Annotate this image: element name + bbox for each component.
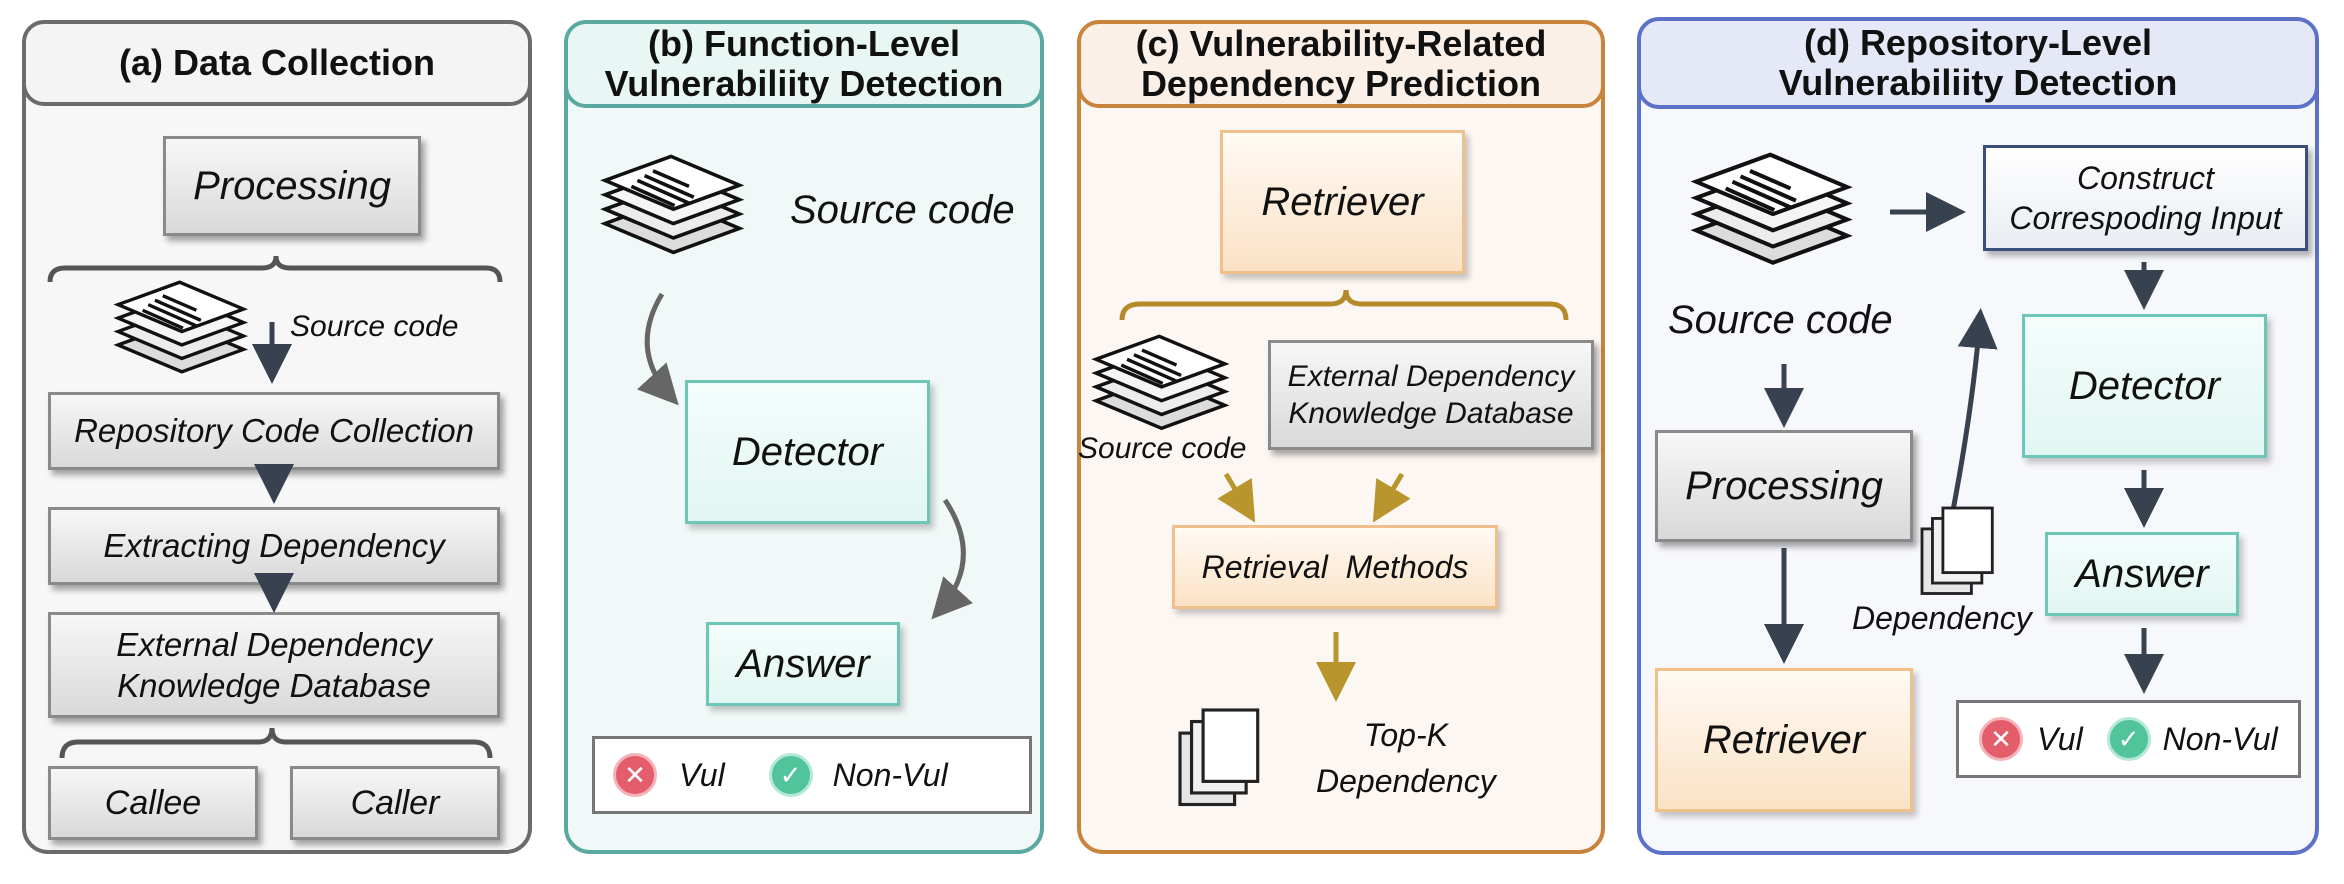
non-vul-label-d: Non-Vul bbox=[2162, 720, 2278, 757]
answer-box-b: Answer bbox=[706, 622, 900, 706]
processing-box-a: Processing bbox=[163, 136, 421, 236]
external-dependency-db-box-a: External Dependency Knowledge Database bbox=[48, 612, 500, 718]
check-mark-icon: ✓ bbox=[768, 753, 813, 797]
dependency-label-d: Dependency bbox=[1852, 600, 2032, 636]
arrow-b-source-to-detector bbox=[636, 292, 679, 406]
top-k-dependency-label: Top-K Dependency bbox=[1316, 717, 1496, 799]
stacked-code-document-icon bbox=[603, 154, 742, 255]
x-mark-icon: ✕ bbox=[613, 753, 657, 797]
brace-a-top bbox=[47, 255, 503, 283]
source-code-label-b: Source code bbox=[790, 188, 1015, 232]
retriever-box-c: Retriever bbox=[1220, 130, 1465, 274]
legend-b: ✕ Vul ✓ Non-Vul bbox=[592, 736, 1032, 814]
detector-box-d: Detector bbox=[2022, 314, 2267, 458]
x-mark-icon: ✕ bbox=[1979, 717, 2023, 761]
repository-code-collection-box: Repository Code Collection bbox=[48, 392, 500, 470]
source-code-label-c: Source code bbox=[1078, 432, 1247, 465]
retriever-box-d: Retriever bbox=[1655, 668, 1913, 812]
extracting-dependency-box: Extracting Dependency bbox=[48, 507, 500, 585]
stacked-code-document-icon bbox=[1094, 334, 1227, 431]
arrow-b-detector-to-answer bbox=[931, 498, 973, 620]
caller-box: Caller bbox=[290, 766, 500, 840]
panel-d-title: (d) Repository-Level Vulnerabiliity Dete… bbox=[1637, 17, 2319, 109]
external-dependency-db-box-c: External Dependency Knowledge Database bbox=[1268, 340, 1594, 450]
answer-box-d: Answer bbox=[2045, 532, 2239, 616]
source-code-label-a: Source code bbox=[290, 310, 459, 343]
stacked-code-document-icon bbox=[116, 280, 246, 374]
check-mark-icon: ✓ bbox=[2106, 717, 2151, 761]
retrieval-methods-box: Retrieval Methods bbox=[1172, 525, 1498, 609]
panel-a-title: (a) Data Collection bbox=[22, 20, 532, 106]
detector-box-b: Detector bbox=[685, 380, 930, 524]
non-vul-label-b: Non-Vul bbox=[832, 756, 948, 793]
construct-input-box: Construct Correspoding Input bbox=[1983, 145, 2308, 251]
vul-label-b: Vul bbox=[679, 756, 725, 793]
legend-d: ✕ Vul ✓ Non-Vul bbox=[1956, 700, 2301, 778]
arrow-c-source-to-methods bbox=[1217, 472, 1256, 523]
stacked-blank-pages-icon bbox=[1920, 506, 1994, 595]
arrow-c-db-to-methods bbox=[1372, 472, 1411, 523]
brace-a-bottom bbox=[59, 727, 493, 759]
vul-label-d: Vul bbox=[2037, 720, 2083, 757]
panel-b-title: (b) Function-Level Vulnerabiliity Detect… bbox=[564, 20, 1044, 108]
processing-box-d: Processing bbox=[1655, 430, 1913, 542]
brace-c bbox=[1119, 289, 1569, 321]
stacked-blank-pages-icon bbox=[1178, 708, 1260, 807]
stacked-code-document-icon bbox=[1696, 155, 1847, 263]
panel-c-title: (c) Vulnerability-Related Dependency Pre… bbox=[1077, 20, 1605, 108]
source-code-label-d: Source code bbox=[1668, 298, 1893, 342]
callee-box: Callee bbox=[48, 766, 258, 840]
